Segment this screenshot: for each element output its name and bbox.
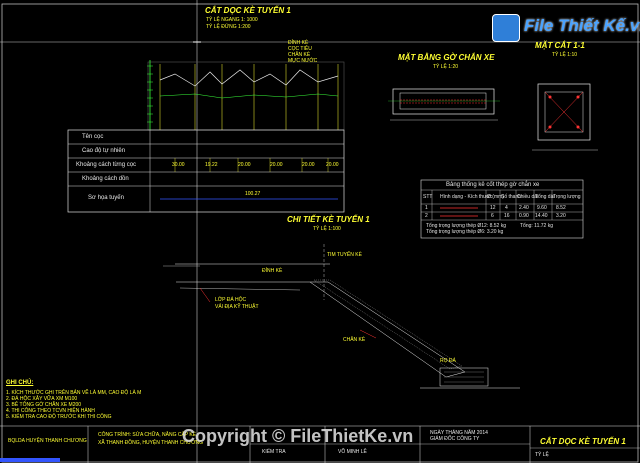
note-line: 3. BÊ TÔNG GỜ CHẮN XE M200 <box>6 402 82 408</box>
copyright-watermark: Copyright © FileThietKe.vn <box>182 426 414 446</box>
detail-label: TIM TUYẾN KÈ <box>327 252 362 258</box>
steel-cell: 0.90 <box>519 213 529 219</box>
spacing-value: 30.00 <box>172 162 185 168</box>
logo-icon <box>492 14 520 42</box>
spacing-value: 19.22 <box>205 162 218 168</box>
detail-label: RỌ ĐÁ <box>440 358 456 364</box>
title-block-sheet-title: CẮT DỌC KÈ TUYẾN 1 <box>540 437 626 446</box>
profile-title: CẮT DỌC KÈ TUYẾN 1 <box>205 6 291 15</box>
steel-cell: 9.60 <box>537 205 547 211</box>
spacing-value: 20.00 <box>238 162 251 168</box>
steel-cell: 1 <box>425 205 428 211</box>
steel-cell: 2.40 <box>519 205 529 211</box>
title-block-date: NGÀY THÁNG NĂM 2014 <box>430 430 488 436</box>
steel-total: Tổng trọng lượng thép Ø6: 3.20 kg <box>426 229 504 235</box>
profile-row-cumulative-distance: Khoảng cách dồn <box>82 176 129 182</box>
section-scale: TỶ LỆ 1:10 <box>552 52 578 58</box>
plan-scale: TỶ LỆ 1:20 <box>433 64 459 70</box>
title-block-check: KIỂM TRA <box>262 449 286 455</box>
title-block-project-line1: CÔNG TRÌNH: SỬA CHỮA, NÂNG CẤP KÈ <box>98 432 197 438</box>
steel-header: Trọng lượng <box>553 194 581 200</box>
title-block-owner: BQLDA HUYỆN THANH CHƯƠNG <box>8 438 87 444</box>
profile-note-1: ĐỈNH KÈ <box>288 40 309 46</box>
profile-row-natural-elevation: Cao độ tự nhiên <box>82 148 126 154</box>
profile-note-4: MỰC NƯỚC <box>288 58 318 64</box>
note-line: 1. KÍCH THƯỚC GHI TRÊN BẢN VẼ LÀ MM, CAO… <box>6 390 142 396</box>
title-block-project-line2: XÃ THANH ĐỒNG, HUYỆN THANH CHƯƠNG <box>98 440 204 446</box>
steel-cell: 8.52 <box>556 205 566 211</box>
detail-title: CHI TIẾT KÈ TUYẾN 1 <box>287 215 370 224</box>
note-line: 4. THI CÔNG THEO TCVN HIỆN HÀNH <box>6 408 95 414</box>
detail-label: VẢI ĐỊA KỸ THUẬT <box>215 304 259 310</box>
steel-header: Số thanh <box>501 194 522 200</box>
steel-total: Tổng trọng lượng thép Ø12: 8.52 kg <box>426 223 507 229</box>
detail-label: CHÂN KÈ <box>343 337 366 343</box>
detail-scale: TỶ LỆ 1:100 <box>313 226 341 232</box>
spacing-value: 20.00 <box>302 162 315 168</box>
spacing-value: 20.00 <box>326 162 339 168</box>
steel-cell: 16 <box>504 213 510 219</box>
steel-table-title: Bảng thống kê cốt thép gờ chắn xe <box>446 182 540 188</box>
route-value: 100.27 <box>245 191 261 197</box>
profile-row-route-sketch: Sơ họa tuyến <box>88 195 124 201</box>
filethietke-logo: File Thiết Kế.vn <box>492 8 640 44</box>
steel-cell: 6 <box>491 213 494 219</box>
steel-cell: 12 <box>490 205 496 211</box>
spacing-value: 20.00 <box>270 162 283 168</box>
steel-cell: 3.20 <box>556 213 566 219</box>
plan-title: MẶT BẰNG GỜ CHẮN XE <box>398 53 495 62</box>
steel-cell: 4 <box>505 205 508 211</box>
steel-header: Ø (mm) <box>487 194 504 200</box>
title-block-scale: TỶ LỆ <box>535 452 549 458</box>
title-block-director: GIÁM ĐỐC CÔNG TY <box>430 436 480 442</box>
steel-cell: 14.40 <box>535 213 548 219</box>
profile-scale: TỶ LỆ NGANG 1: 1000 <box>206 17 258 23</box>
notes-title: GHI CHÚ: <box>6 380 34 386</box>
profile-note-3: CHÂN KÈ <box>288 52 311 58</box>
steel-total: Tổng: 11.72 kg <box>520 223 553 229</box>
note-line: 5. KIỂM TRA CAO ĐỘ TRƯỚC KHI THI CÔNG <box>6 414 112 420</box>
profile-row-stake-name: Tên cọc <box>82 134 104 140</box>
steel-cell: 2 <box>425 213 428 219</box>
note-line: 2. ĐÁ HỘC XÂY VỮA XM M100 <box>6 396 78 402</box>
logo-text: File Thiết Kế.vn <box>524 16 640 35</box>
profile-note-2: CỌC TIÊU <box>288 46 312 52</box>
steel-header: STT <box>423 194 433 200</box>
section-title: MẶT CẮT 1-1 <box>535 41 585 50</box>
profile-scale-vertical: TỶ LỆ ĐỨNG 1:200 <box>206 24 251 30</box>
title-block-designer: VÕ MINH LÊ <box>338 449 367 455</box>
steel-header: Chiều dài <box>517 194 539 200</box>
steel-header: Tổng dài <box>535 194 555 200</box>
steel-header: Hình dạng - Kích thước <box>440 194 493 200</box>
profile-row-stake-spacing: Khoảng cách từng cọc <box>76 162 137 168</box>
detail-label: ĐỈNH KÈ <box>262 268 283 274</box>
detail-label: LỚP ĐÁ HỘC <box>215 297 247 303</box>
